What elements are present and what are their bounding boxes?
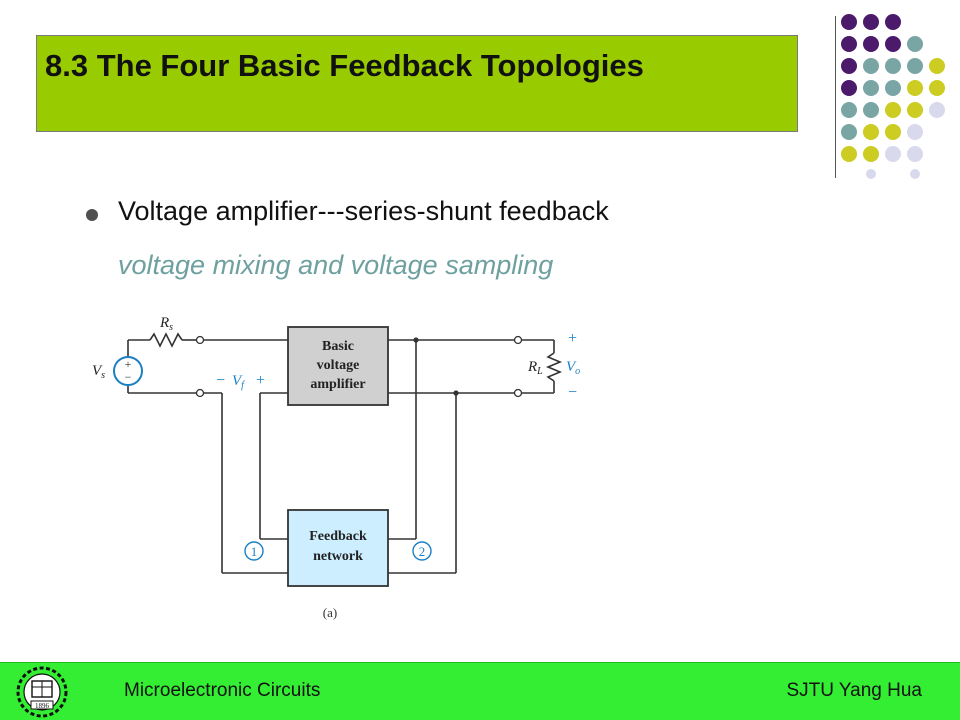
basic-voltage-amplifier: [287, 326, 389, 406]
sjtu-logo: 1896: [16, 666, 68, 718]
decor-dot: [907, 146, 923, 162]
port-2-circle: [412, 541, 432, 561]
bullet-text: Voltage amplifier---series-shunt feedbac…: [118, 196, 609, 226]
terminal: [513, 335, 523, 345]
decor-dot: [841, 36, 857, 52]
decor-dot: [885, 80, 901, 96]
decor-dot: [885, 14, 901, 30]
decor-dot: [885, 124, 901, 140]
vf-minus: −: [216, 372, 225, 389]
amp-line2: voltage: [317, 358, 360, 373]
footer: 1896 Microelectronic Circuits SJTU Yang …: [0, 662, 960, 720]
source-plus: +: [125, 357, 132, 371]
feedback-network: [287, 509, 389, 587]
fb-line1: Feedback: [309, 529, 367, 544]
decor-dot: [885, 36, 901, 52]
decor-dot: [866, 169, 876, 179]
decor-dot: [907, 58, 923, 74]
decor-divider: [835, 16, 836, 178]
fb-line2: network: [313, 549, 363, 564]
junction-dot: [453, 390, 459, 396]
decor-dot: [841, 58, 857, 74]
decor-dot: [841, 146, 857, 162]
port-1: 1: [251, 544, 258, 559]
rs-label: Rs: [159, 315, 173, 333]
decor-dot: [885, 146, 901, 162]
decor-dot: [841, 14, 857, 30]
series-shunt-circuit-diagram: + − Basic voltage amplifier Feedback net…: [92, 315, 580, 620]
bullet-dot: [86, 209, 98, 221]
bullet-subtext: voltage mixing and voltage sampling: [118, 250, 554, 280]
resistor-rl: [545, 352, 563, 382]
decor-dot: [907, 36, 923, 52]
svg-text:1896: 1896: [35, 702, 50, 710]
decor-dot: [907, 102, 923, 118]
vo-plus: +: [568, 330, 577, 347]
amp-line3: amplifier: [310, 377, 365, 392]
figure-caption: (a): [323, 605, 337, 620]
vo-minus: −: [568, 384, 577, 401]
decor-dot: [929, 58, 945, 74]
port-2: 2: [419, 544, 426, 559]
terminal: [195, 388, 205, 398]
decor-dot: [929, 80, 945, 96]
decor-dot: [863, 80, 879, 96]
vf-plus: +: [256, 372, 265, 389]
source-minus: −: [125, 370, 132, 384]
terminal: [195, 335, 205, 345]
footer-course: Microelectronic Circuits: [124, 680, 321, 701]
vo-label: Vo: [566, 359, 580, 377]
decor-dot: [863, 14, 879, 30]
vf-label: Vf: [232, 373, 245, 391]
port-1-circle: [244, 541, 264, 561]
terminal: [513, 388, 523, 398]
decor-dot: [841, 124, 857, 140]
footer-author: SJTU Yang Hua: [786, 680, 922, 701]
decor-dot: [863, 102, 879, 118]
decor-dot: [885, 102, 901, 118]
decor-dot: [910, 169, 920, 179]
decor-dot: [841, 102, 857, 118]
decor-dot-grid: [841, 14, 945, 179]
voltage-source: [113, 356, 143, 386]
decor-dot: [929, 102, 945, 118]
vs-label: Vs: [92, 363, 105, 381]
decor-dot: [907, 124, 923, 140]
decor-dot: [863, 36, 879, 52]
page-title: 8.3 The Four Basic Feedback Topologies: [45, 48, 644, 83]
decor-dot: [885, 58, 901, 74]
decor-dot: [863, 146, 879, 162]
junction-dot: [413, 337, 419, 343]
decor-dot: [863, 58, 879, 74]
decor-dot: [841, 80, 857, 96]
resistor-rs: [149, 332, 183, 348]
decor-dot: [863, 124, 879, 140]
rl-label: RL: [527, 359, 543, 377]
amp-line1: Basic: [322, 339, 354, 354]
decor-dot: [907, 80, 923, 96]
title-box: 8.3 The Four Basic Feedback Topologies: [36, 35, 798, 132]
